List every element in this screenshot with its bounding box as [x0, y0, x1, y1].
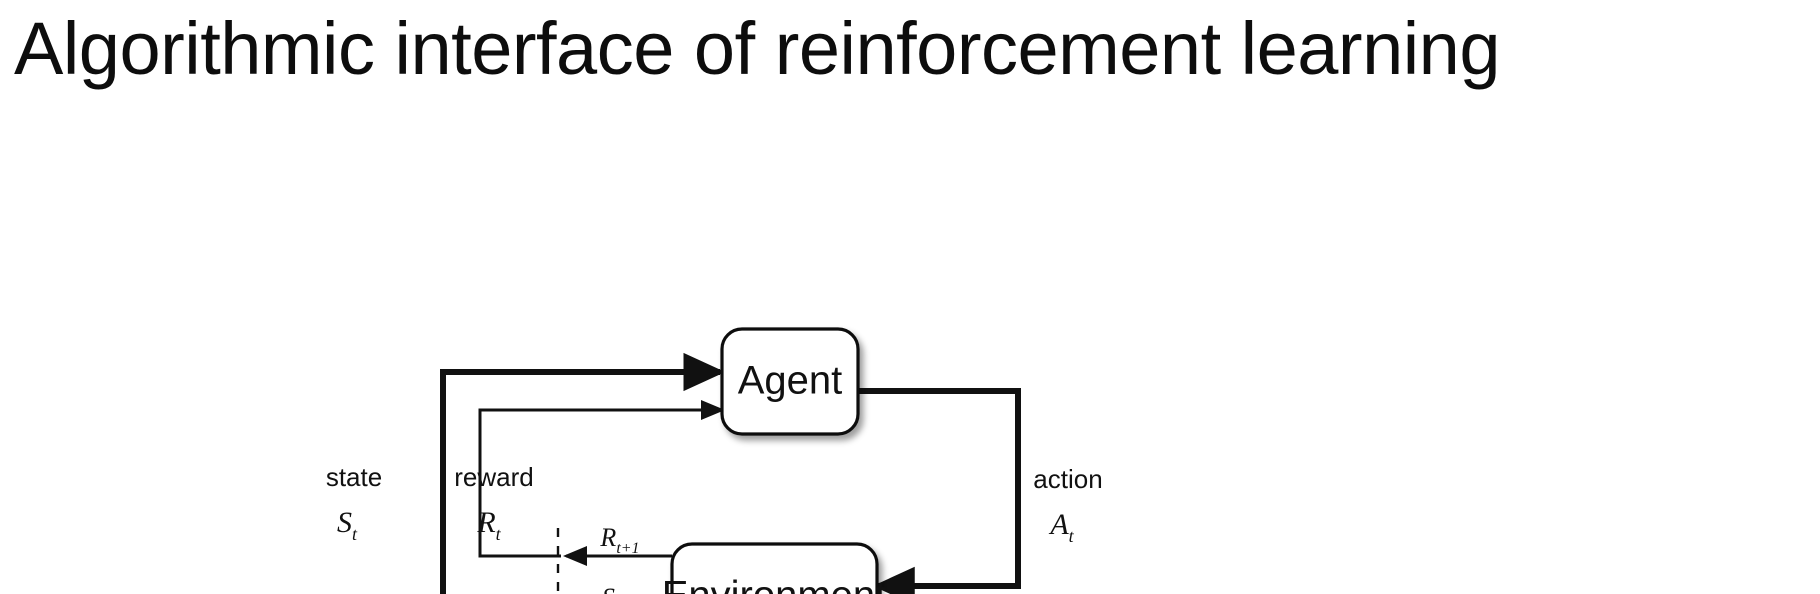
- label-next-state-base: S: [602, 583, 615, 594]
- svg-text:St+1: St+1: [602, 583, 638, 594]
- wire-action-agent-to-environment: [858, 388, 1021, 594]
- label-state-symbol-base: S: [337, 506, 352, 539]
- wire-reward-to-agent: [478, 400, 725, 558]
- label-next-reward-subscript: t+1: [616, 540, 639, 557]
- label-state-symbol: St: [337, 506, 358, 544]
- label-action: action At: [1033, 464, 1102, 546]
- label-action-word: action: [1033, 464, 1102, 494]
- label-reward: reward Rt: [454, 462, 533, 544]
- node-agent-label: Agent: [738, 359, 843, 403]
- label-next-reward-base: R: [599, 523, 616, 552]
- node-environment: Environment: [662, 542, 887, 594]
- label-next-reward: Rt+1: [599, 523, 639, 557]
- label-state-symbol-subscript: t: [352, 524, 358, 544]
- svg-text:Rt+1: Rt+1: [599, 523, 639, 557]
- label-action-symbol-subscript: t: [1069, 526, 1075, 546]
- label-state-word: state: [326, 462, 382, 492]
- wire-state-to-agent: [440, 352, 726, 594]
- label-reward-symbol: Rt: [476, 506, 501, 544]
- node-agent: Agent: [720, 327, 860, 436]
- label-reward-symbol-subscript: t: [496, 524, 502, 544]
- label-next-state: St+1: [602, 583, 638, 594]
- label-reward-symbol-base: R: [476, 506, 495, 539]
- rl-interaction-diagram: Agent Environment state St reward Rt act…: [0, 150, 1820, 594]
- label-state: state St: [326, 462, 382, 544]
- label-action-symbol: At: [1048, 508, 1074, 546]
- page-title: Algorithmic interface of reinforcement l…: [14, 7, 1500, 90]
- label-action-symbol-base: A: [1048, 508, 1069, 541]
- label-reward-word: reward: [454, 462, 533, 492]
- node-environment-label: Environment: [662, 574, 887, 594]
